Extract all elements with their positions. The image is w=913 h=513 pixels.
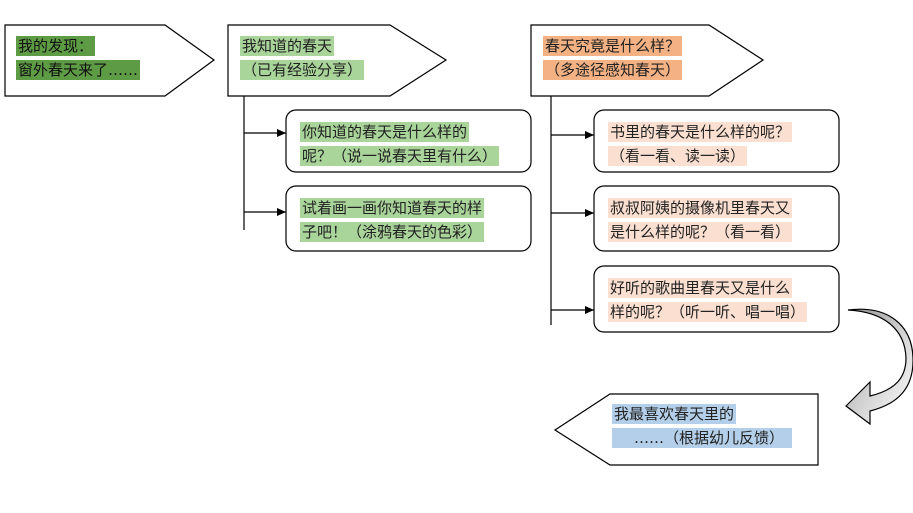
known-spring-line2: （已有经验分享）	[240, 60, 365, 80]
known-spring-text: 我知道的春天 （已有经验分享）	[240, 34, 365, 82]
known-q1-line1: 你知道的春天是什么样的	[300, 122, 470, 142]
what-spring-line1: 春天究竟是什么样？	[543, 36, 683, 56]
favorite-text: 我最喜欢春天里的 ……（根据幼儿反馈）	[612, 402, 793, 450]
favorite-line1: 我最喜欢春天里的	[612, 404, 737, 424]
what-q2-line2: 是什么样的呢？（看一看）	[608, 222, 793, 242]
favorite-line2: ……（根据幼儿反馈）	[612, 428, 793, 448]
discovery-text: 我的发现： 窗外春天来了……	[16, 34, 141, 82]
what-q3-line2: 样的呢？（听一听、唱一唱）	[608, 302, 808, 322]
known-q2-line2: 子吧！（涂鸦春天的色彩）	[300, 222, 485, 242]
what-q1-line2: （看一看、读一读）	[608, 146, 748, 166]
what-q2-text: 叔叔阿姨的摄像机里春天又 是什么样的呢？（看一看）	[608, 196, 793, 244]
what-q1-line1: 书里的春天是什么样的呢？	[608, 122, 793, 142]
known-q2-text: 试着画一画你知道春天的样 子吧！（涂鸦春天的色彩）	[300, 196, 485, 244]
what-q3-text: 好听的歌曲里春天又是什么 样的呢？（听一听、唱一唱）	[608, 276, 808, 324]
known-q1-text: 你知道的春天是什么样的 呢？（说一说春天里有什么）	[300, 120, 500, 168]
known-q1-line2: 呢？（说一说春天里有什么）	[300, 146, 500, 166]
known-spring-line1: 我知道的春天	[240, 36, 335, 56]
what-q3-line1: 好听的歌曲里春天又是什么	[608, 278, 793, 298]
curved-arrow-icon	[845, 308, 913, 426]
what-q1-text: 书里的春天是什么样的呢？ （看一看、读一读）	[608, 120, 793, 168]
what-q2-line1: 叔叔阿姨的摄像机里春天又	[608, 198, 793, 218]
what-spring-line2: （多途径感知春天）	[543, 60, 683, 80]
discovery-line2: 窗外春天来了……	[16, 60, 141, 80]
known-q2-line1: 试着画一画你知道春天的样	[300, 198, 485, 218]
what-spring-text: 春天究竟是什么样？ （多途径感知春天）	[543, 34, 683, 82]
discovery-line1: 我的发现：	[16, 36, 96, 56]
